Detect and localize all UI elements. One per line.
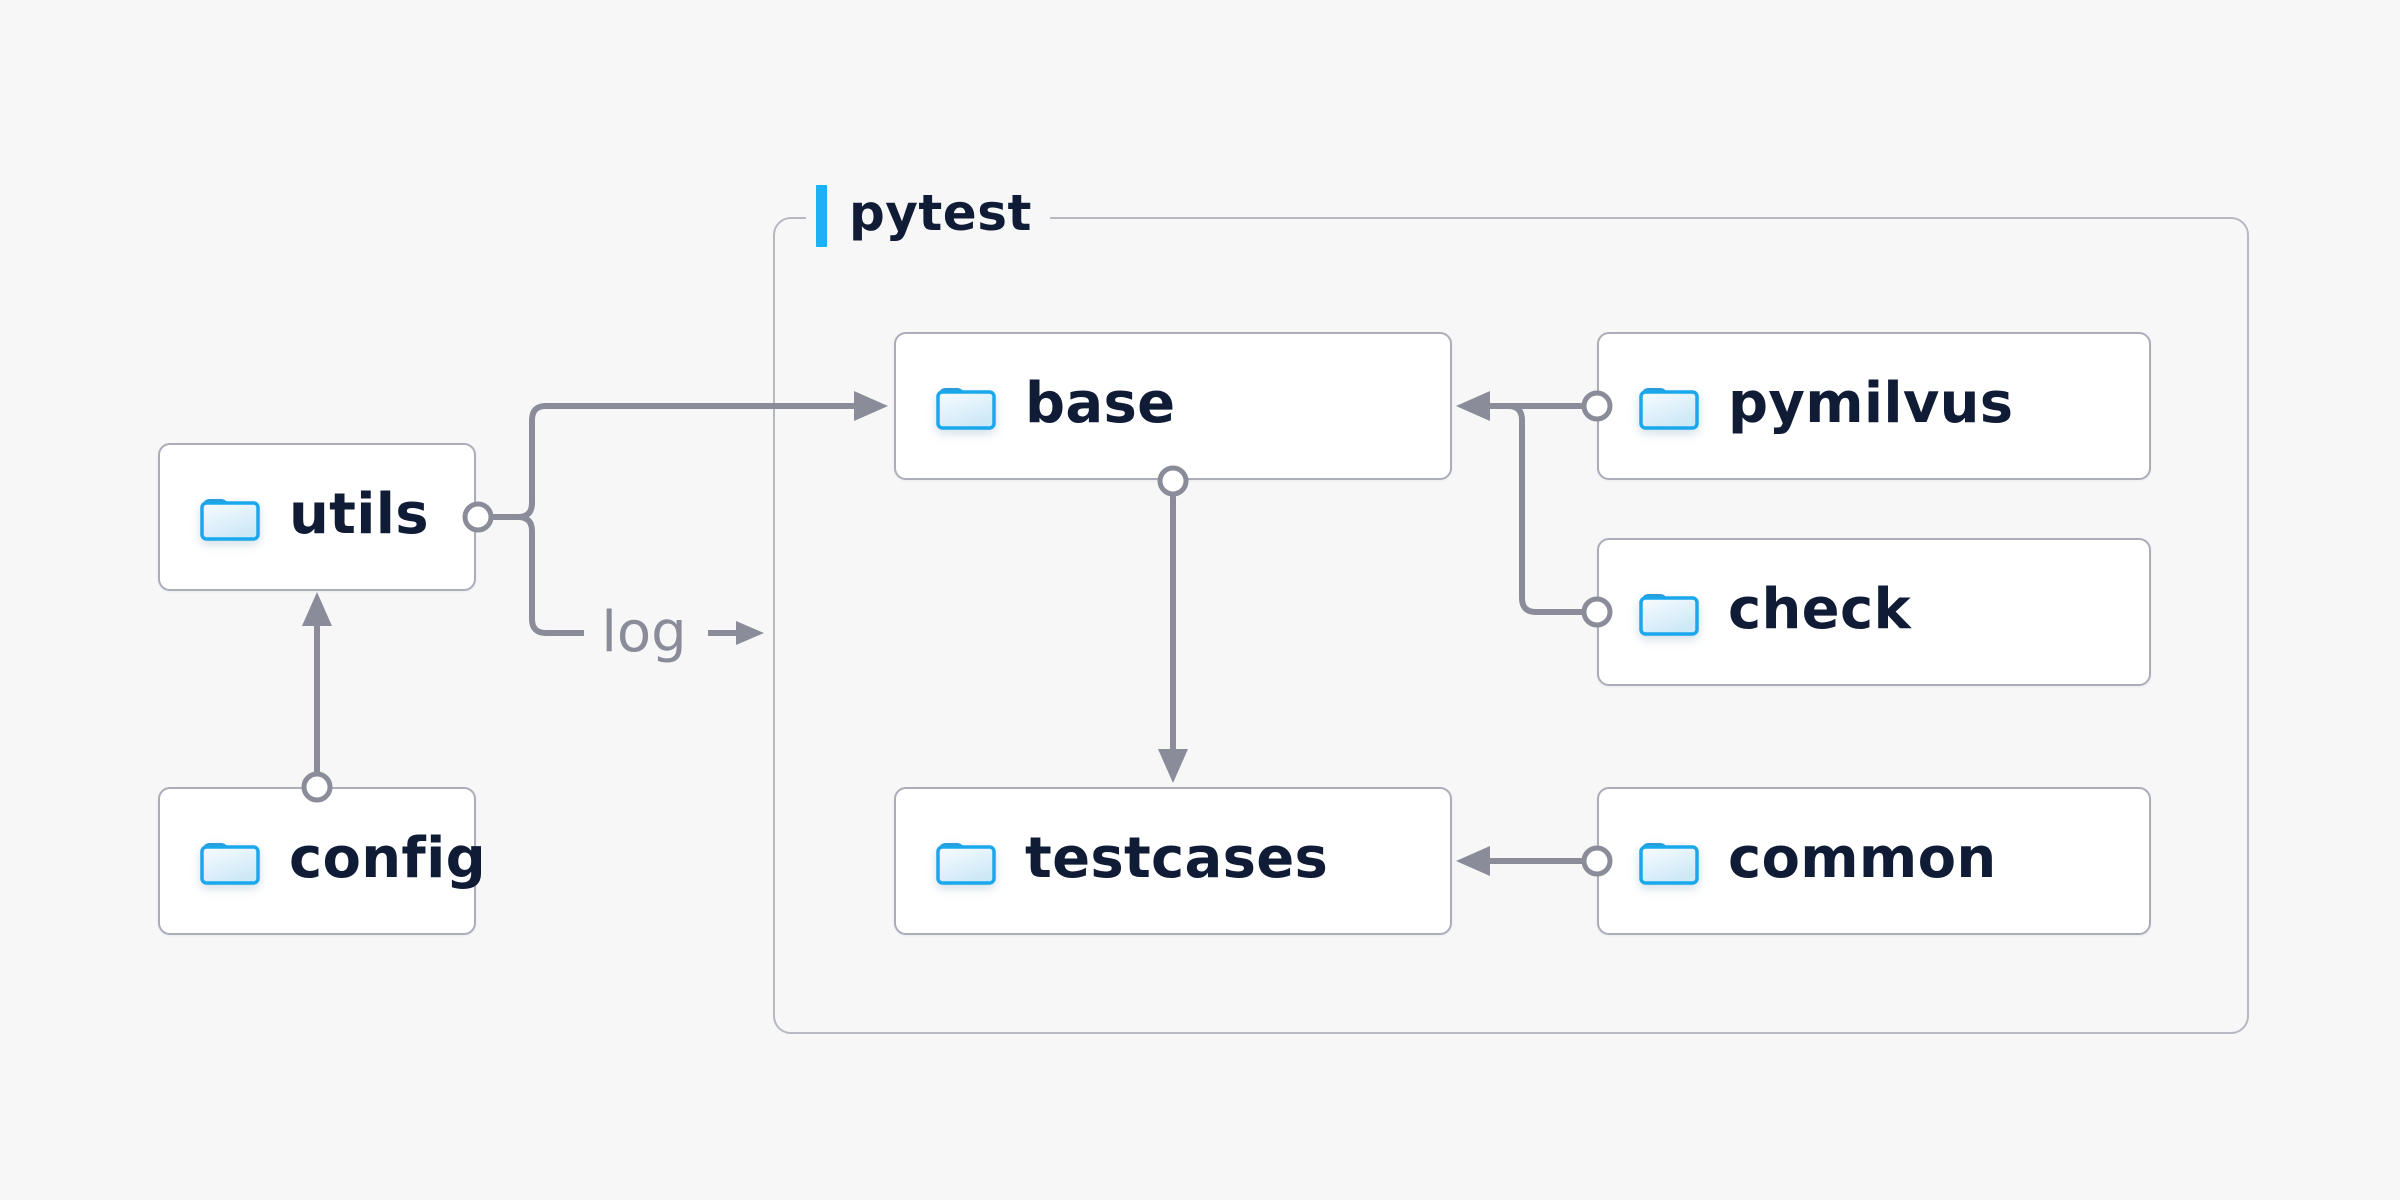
node-label: utils: [289, 482, 429, 547]
arrowhead-up-utils: [302, 592, 332, 626]
node-utils: utils: [158, 443, 476, 591]
arrowhead-right-log: [736, 621, 764, 645]
log-edge-label: log: [601, 600, 687, 665]
node-label: check: [1728, 577, 1911, 642]
folder-icon: [936, 386, 996, 430]
node-label: common: [1728, 826, 1997, 891]
folder-icon: [1639, 592, 1699, 636]
accent-bar: [816, 185, 827, 247]
edge-utils-log: [517, 514, 584, 636]
folder-icon: [200, 841, 260, 885]
folder-icon: [1639, 386, 1699, 430]
node-common: common: [1597, 787, 2151, 935]
group-label-text: pytest: [849, 184, 1032, 242]
node-testcases: testcases: [894, 787, 1452, 935]
pytest-group-box: [773, 217, 2249, 1034]
node-label: config: [289, 826, 486, 891]
node-label: base: [1025, 371, 1176, 436]
node-label: testcases: [1025, 826, 1329, 891]
node-label: pymilvus: [1728, 371, 2014, 436]
node-base: base: [894, 332, 1452, 480]
folder-icon: [200, 497, 260, 541]
folder-icon: [1639, 841, 1699, 885]
node-config: config: [158, 787, 486, 935]
pytest-group-label: pytest: [806, 183, 1050, 249]
node-check: check: [1597, 538, 2151, 686]
node-pymilvus: pymilvus: [1597, 332, 2151, 480]
folder-icon: [936, 841, 996, 885]
